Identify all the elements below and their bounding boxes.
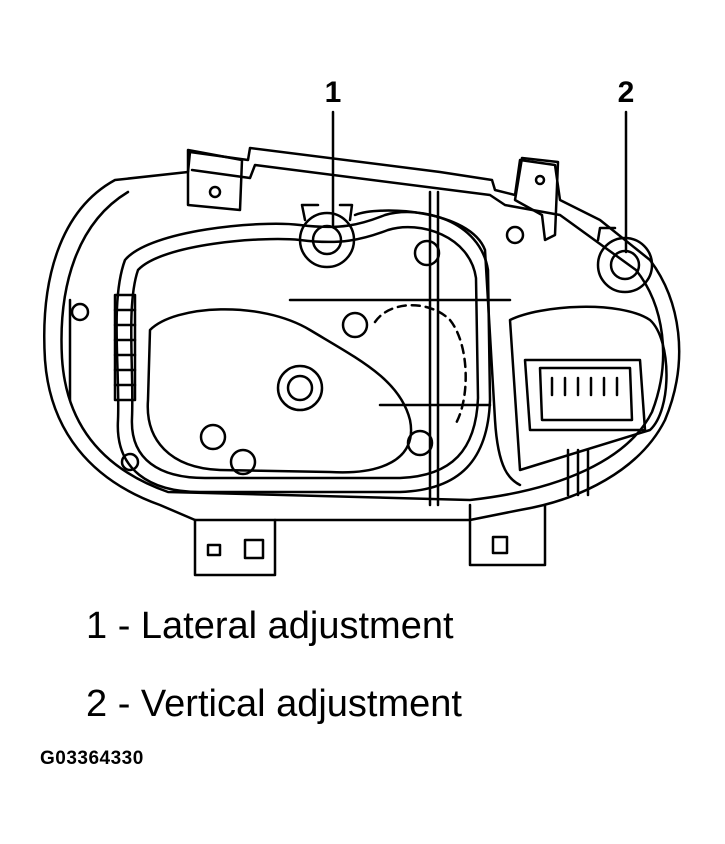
vertical-adjuster-inner xyxy=(609,249,641,281)
top-left-bracket xyxy=(186,148,244,212)
legend-item-vertical-adjustment: 2 - Vertical adjustment xyxy=(86,682,462,726)
bottom-left-tab-hole-a xyxy=(206,543,222,557)
right-compartment xyxy=(508,305,668,472)
top-right-bracket-hole xyxy=(534,174,546,186)
stud-6 xyxy=(120,452,140,472)
stud-8 xyxy=(70,302,90,322)
side-connector xyxy=(113,293,137,402)
stud-4 xyxy=(229,448,257,476)
reflector-outline xyxy=(115,210,492,494)
bottom-left-tab xyxy=(193,518,277,577)
stud-7 xyxy=(505,225,525,245)
bottom-right-tab-hole xyxy=(491,535,509,555)
wire-loop xyxy=(353,209,522,487)
legend-item-lateral-adjustment: 1 - Lateral adjustment xyxy=(86,604,454,648)
bulb-socket-inner xyxy=(286,374,314,402)
connector-pins xyxy=(550,376,619,397)
headlamp-rear-view-diagram: 1 2 xyxy=(43,76,681,577)
housing-outline xyxy=(43,146,681,522)
legend-item-text: 2 - Vertical adjustment xyxy=(86,683,462,725)
callout-1-label: 1 xyxy=(325,76,342,109)
figure-id: G03364330 xyxy=(40,748,144,769)
lateral-adjuster-inner xyxy=(311,224,343,256)
lateral-adjuster-clip xyxy=(300,203,354,222)
stud-3 xyxy=(199,423,227,451)
lamp-recess xyxy=(146,308,413,474)
housing-inner-outline xyxy=(60,163,665,502)
connector-housing xyxy=(523,358,647,432)
lateral-adjuster-outer xyxy=(298,211,356,269)
callout-2-label: 2 xyxy=(618,76,635,109)
top-right-bracket xyxy=(513,156,560,242)
dashed-rim xyxy=(373,304,467,427)
connector-body xyxy=(538,366,634,422)
top-left-bracket-hole xyxy=(208,185,222,199)
vertical-adjuster-clip xyxy=(596,226,617,242)
stud-2 xyxy=(341,311,369,339)
connector-wires xyxy=(566,448,590,497)
stud-5 xyxy=(406,429,434,457)
vertical-rod xyxy=(428,190,440,507)
reflector-inner xyxy=(129,225,480,480)
side-connector-ribs xyxy=(113,308,137,387)
stud-1 xyxy=(413,239,441,267)
bottom-left-tab-hole-b xyxy=(243,538,265,560)
bottom-right-tab xyxy=(468,503,547,567)
legend-item-text: 1 - Lateral adjustment xyxy=(86,605,454,647)
bulb-socket-outer xyxy=(276,364,324,412)
